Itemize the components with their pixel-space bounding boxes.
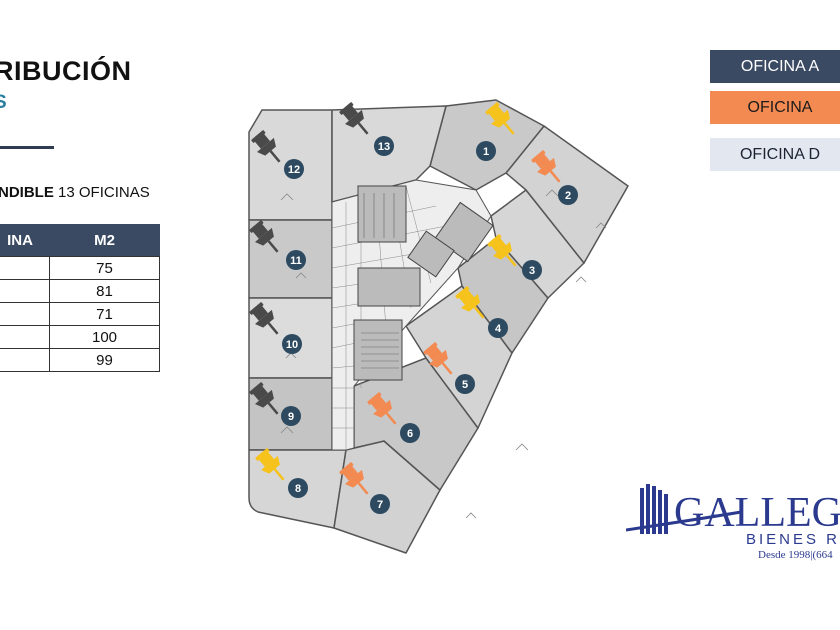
office-number: 13 xyxy=(378,141,390,153)
office-number-badge[interactable]: 13 xyxy=(374,136,394,156)
pushpin-icon xyxy=(455,286,485,319)
elevator xyxy=(357,267,421,307)
company-logo: GALLEG BIENES R Desde 1998|(664 xyxy=(626,484,840,561)
office-number: 2 xyxy=(565,190,571,202)
stair-lines xyxy=(361,193,399,369)
title-underline xyxy=(0,146,54,149)
table-row: 100 xyxy=(0,325,160,349)
summary-bold: NDIBLE xyxy=(0,184,54,201)
unit-3 xyxy=(490,189,585,299)
office-area-table: INA M2 75 81 71 100 99 xyxy=(0,224,160,372)
office-number: 11 xyxy=(290,255,302,267)
offices-summary: NDIBLE 13 OFICINAS xyxy=(0,184,150,201)
legend-sold: OFICINA D xyxy=(710,138,840,171)
page-subtitle: S xyxy=(0,92,7,113)
pushpin-icon xyxy=(251,130,281,163)
office-number-badge[interactable]: 5 xyxy=(455,374,475,394)
building-icon xyxy=(640,484,668,534)
office-number: 12 xyxy=(288,164,300,176)
office-number-badge[interactable]: 9 xyxy=(281,406,301,426)
legend-reserved: OFICINA xyxy=(710,91,840,124)
column-header-office: INA xyxy=(0,224,50,257)
office-number-badge[interactable]: 6 xyxy=(400,423,420,443)
pushpin-icon xyxy=(367,392,397,425)
summary-rest: 13 OFICINAS xyxy=(53,184,150,201)
legend-available: OFICINA A xyxy=(710,50,840,83)
service-room xyxy=(353,319,403,381)
pushpin-icon xyxy=(249,302,279,335)
pushpin-icon xyxy=(249,220,279,253)
pushpin-icon xyxy=(423,342,453,375)
table-cell-m2: 100 xyxy=(49,325,160,349)
office-number: 9 xyxy=(288,411,294,423)
table-cell-m2: 75 xyxy=(49,256,160,280)
office-number-badge[interactable]: 4 xyxy=(488,318,508,338)
office-number-badge[interactable]: 10 xyxy=(282,334,302,354)
logo-tagline: BIENES R xyxy=(746,531,840,548)
pushpin-icon xyxy=(485,102,515,135)
pushpin-icon xyxy=(255,448,285,481)
office-number: 8 xyxy=(295,483,301,495)
column-header-m2: M2 xyxy=(49,224,160,257)
office-number: 1 xyxy=(483,146,489,158)
table-cell-m2: 71 xyxy=(49,302,160,326)
office-number-badge[interactable]: 8 xyxy=(288,478,308,498)
shaft xyxy=(407,230,455,278)
table-header-row: INA M2 xyxy=(0,224,160,257)
pushpin-icon xyxy=(339,102,369,135)
pushpin-icon xyxy=(531,150,561,183)
restrooms xyxy=(357,185,407,243)
table-cell-office xyxy=(0,325,50,349)
office-number-badge[interactable]: 11 xyxy=(286,250,306,270)
logo-since: Desde 1998|(664 xyxy=(758,549,833,561)
table-cell-office xyxy=(0,279,50,303)
table-cell-office xyxy=(0,256,50,280)
table-row: 71 xyxy=(0,302,160,326)
office-number-badge[interactable]: 12 xyxy=(284,159,304,179)
table-cell-office xyxy=(0,302,50,326)
logo-name: GALLEG xyxy=(674,490,840,536)
table-cell-office xyxy=(0,348,50,372)
unit-5 xyxy=(405,285,513,429)
pushpin-icon xyxy=(339,462,369,495)
office-number-badge[interactable]: 1 xyxy=(476,141,496,161)
pushpin-icon xyxy=(249,382,279,415)
office-number: 6 xyxy=(407,428,413,440)
table-row: 81 xyxy=(0,279,160,303)
pushpin-icon xyxy=(487,234,517,267)
table-cell-m2: 99 xyxy=(49,348,160,372)
office-number: 7 xyxy=(377,499,383,511)
table-row: 75 xyxy=(0,256,160,280)
table-cell-m2: 81 xyxy=(49,279,160,303)
office-number: 5 xyxy=(462,379,468,391)
table-row: 99 xyxy=(0,348,160,372)
office-number: 10 xyxy=(286,339,298,351)
office-number-badge[interactable]: 3 xyxy=(522,260,542,280)
office-number-badge[interactable]: 2 xyxy=(558,185,578,205)
page-title: RIBUCIÓN xyxy=(0,56,132,86)
office-number-badge[interactable]: 7 xyxy=(370,494,390,514)
office-number: 4 xyxy=(495,323,502,335)
office-number: 3 xyxy=(529,265,535,277)
